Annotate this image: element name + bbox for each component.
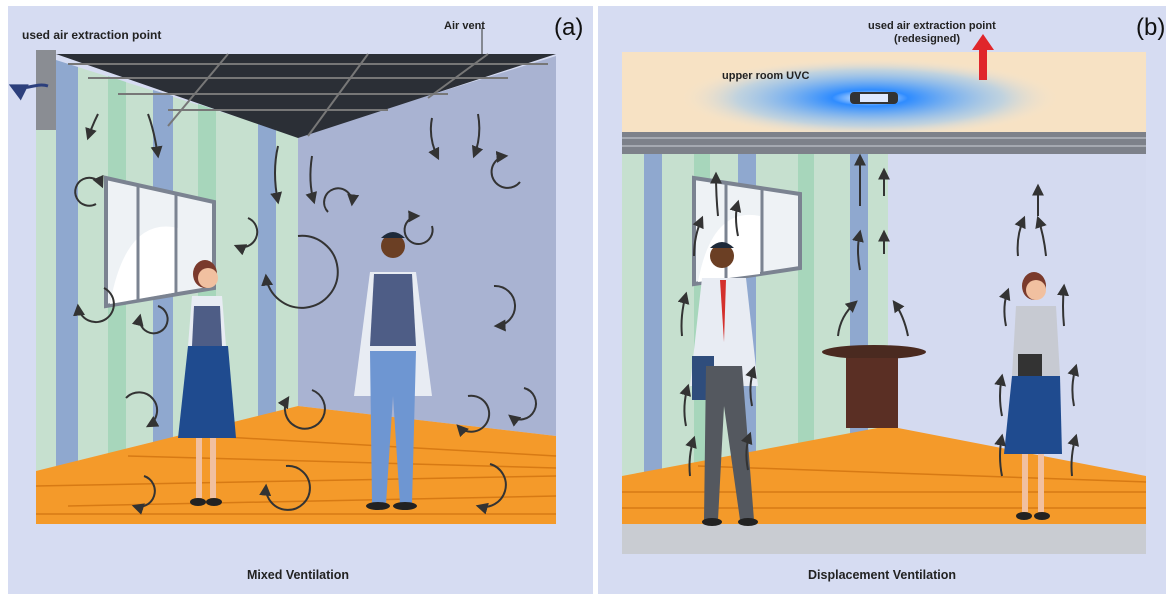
panel-label-b: (b)	[1136, 14, 1165, 42]
upper-room-uvc-label: upper room UVC	[722, 70, 809, 82]
panel-displacement-ventilation: (b) used air extraction point (redesigne…	[598, 6, 1166, 594]
window-b	[694, 178, 800, 284]
redesigned-extraction-sublabel: (redesigned)	[894, 33, 960, 45]
window	[106, 178, 214, 306]
panel-divider	[594, 0, 596, 596]
displacement-ventilation-illustration	[598, 6, 1166, 594]
redesigned-extraction-label: used air extraction point	[868, 20, 996, 32]
extraction-duct	[36, 50, 56, 130]
panel-label-a: (a)	[554, 14, 583, 42]
caption-displacement-ventilation: Displacement Ventilation	[782, 568, 982, 582]
panel-mixed-ventilation: (a) used air extraction point Air vent M…	[8, 6, 593, 594]
air-vent-label: Air vent	[444, 20, 485, 32]
extraction-point-label: used air extraction point	[22, 28, 161, 42]
caption-mixed-ventilation: Mixed Ventilation	[208, 568, 388, 582]
mixed-ventilation-illustration	[8, 6, 593, 594]
